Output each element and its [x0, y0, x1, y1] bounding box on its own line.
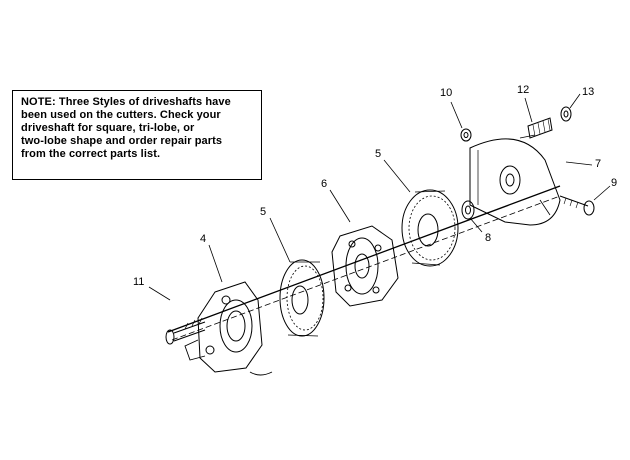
part-5-left-disc: [279, 259, 325, 337]
callout-4: 4: [200, 233, 207, 245]
leader-lines: [148, 93, 611, 301]
callout-12: 12: [517, 84, 530, 96]
leader-8: [469, 217, 483, 233]
leader-12: [524, 97, 533, 123]
callout-8: 8: [485, 232, 492, 244]
callout-11: 11: [133, 276, 145, 288]
callout-7: 7: [595, 158, 602, 170]
part-11-bolt: [165, 317, 206, 345]
leader-4: [208, 244, 223, 283]
drive-shaft: [167, 185, 561, 333]
part-6-hub: [331, 225, 399, 307]
part-7-housing: [469, 134, 561, 226]
leader-13: [569, 93, 581, 109]
note-box: NOTE: Three Styles of driveshafts have b…: [12, 90, 262, 180]
part-10-nut: [460, 128, 472, 142]
note-line-2: been used on the cutters. Check your: [21, 109, 221, 121]
leader-10: [450, 101, 463, 129]
part-5-right-disc: [401, 189, 459, 267]
leader-11: [148, 286, 171, 301]
leader-5b: [383, 159, 411, 193]
note-line-5: from the correct parts list.: [21, 148, 161, 160]
callout-5-right: 5: [375, 148, 382, 160]
leader-5a: [269, 217, 291, 263]
callout-13: 13: [582, 86, 595, 98]
note-line-1: NOTE: Three Styles of driveshafts have: [21, 96, 231, 108]
note-line-3: driveshaft for square, tri-lobe, or: [21, 122, 195, 134]
callout-5-left: 5: [260, 206, 267, 218]
callout-10: 10: [440, 87, 453, 99]
part-4-bearing-housing: [184, 281, 273, 376]
drive-shaft-edge: [171, 195, 561, 341]
leader-9: [593, 185, 611, 201]
leader-6: [329, 189, 351, 223]
part-13-cap: [560, 106, 572, 122]
callout-9: 9: [611, 177, 618, 189]
callout-6: 6: [321, 178, 328, 190]
part-8-washer: [461, 200, 475, 220]
part-12-stud: [527, 117, 553, 139]
part-9-bolt: [559, 195, 595, 216]
note-line-4: two-lobe shape and order repair parts: [21, 135, 223, 147]
leader-7: [565, 161, 593, 166]
